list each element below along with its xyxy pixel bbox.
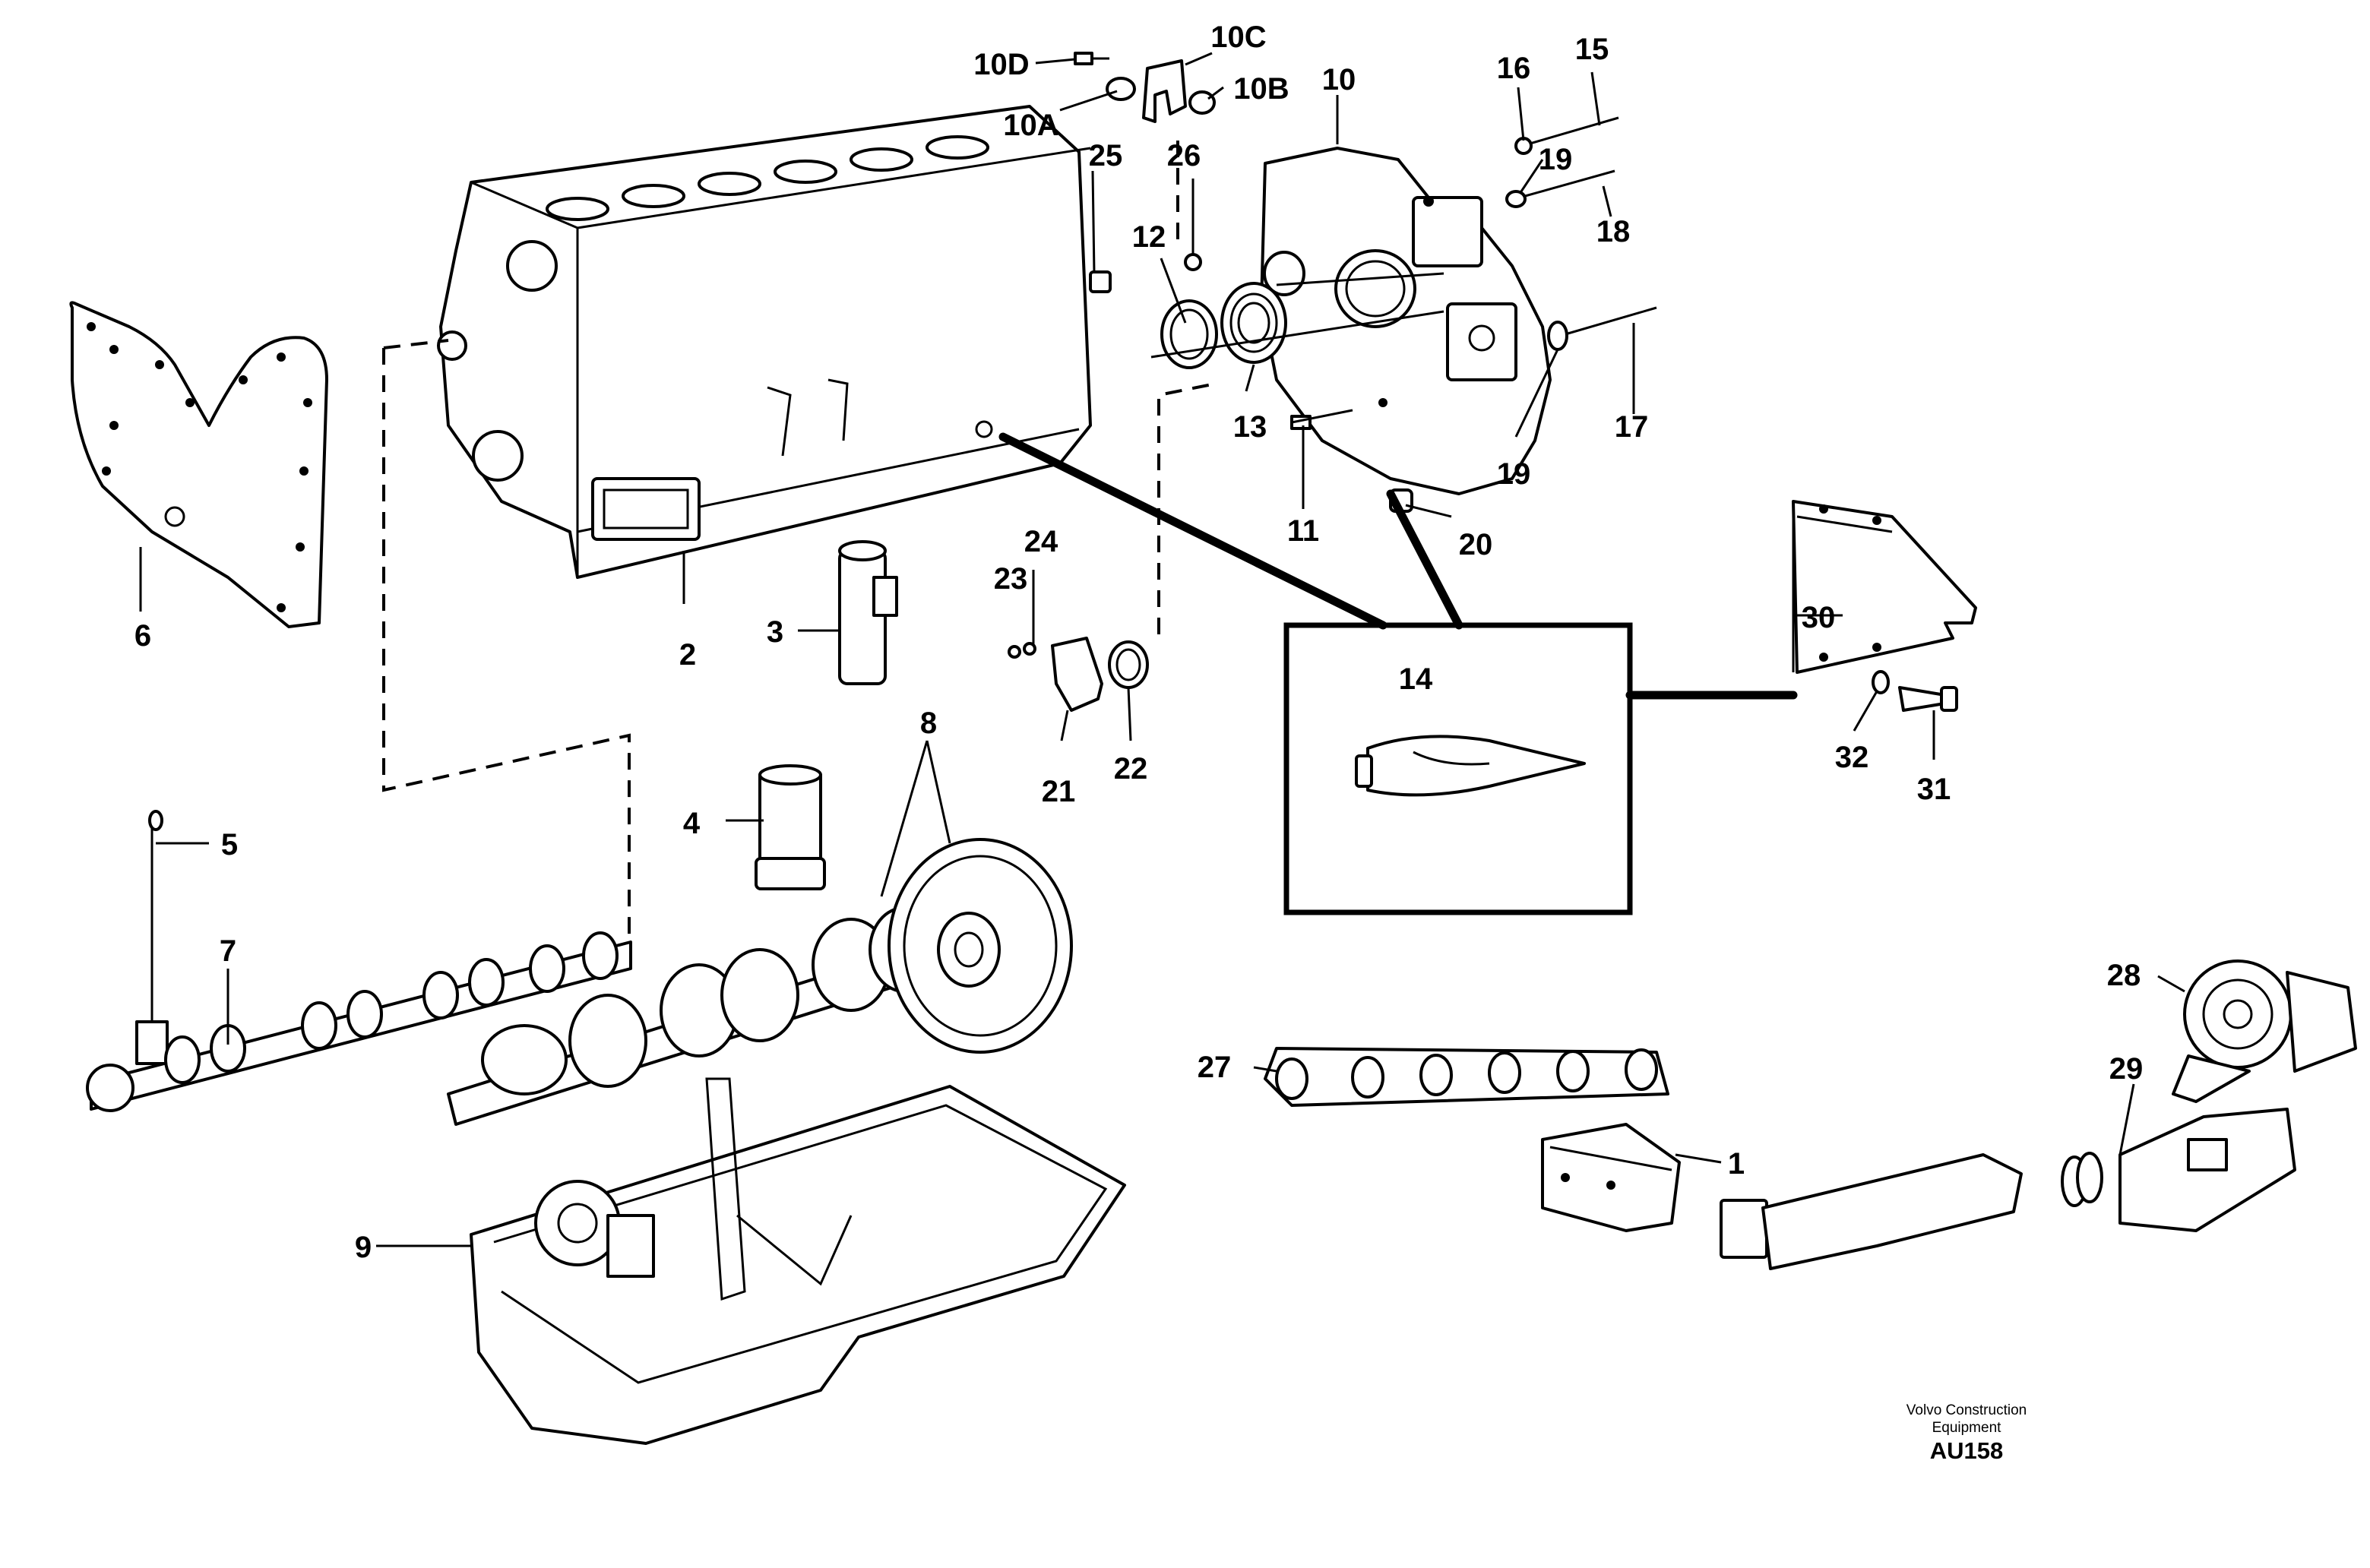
callout-15: 15 bbox=[1575, 33, 1609, 66]
callout-19-lower: 19 bbox=[1497, 457, 1531, 491]
bolt-washer-part bbox=[1089, 116, 1657, 513]
callout-24: 24 bbox=[1024, 525, 1058, 558]
callout-10c: 10C bbox=[1210, 21, 1266, 54]
sealant-box bbox=[1283, 622, 1633, 915]
callout-8: 8 bbox=[920, 707, 937, 740]
timing-cover-part bbox=[69, 301, 328, 628]
turbocharger-part bbox=[2172, 959, 2357, 1103]
camshaft-part bbox=[86, 931, 632, 1112]
bracket-bolt-part bbox=[1872, 670, 1958, 712]
oil-filter-part bbox=[838, 540, 898, 685]
callout-17: 17 bbox=[1615, 410, 1649, 444]
callout-18: 18 bbox=[1596, 215, 1631, 248]
callout-10: 10 bbox=[1322, 63, 1356, 96]
caption-division: Equipment bbox=[1932, 1420, 2002, 1436]
callout-2: 2 bbox=[679, 638, 696, 672]
callout-4: 4 bbox=[683, 807, 701, 840]
rear-crankshaft-seal-part bbox=[1220, 282, 1287, 364]
callout-22: 22 bbox=[1114, 752, 1148, 786]
oil-sump-part bbox=[470, 1077, 1126, 1445]
leader-lines bbox=[139, 52, 2185, 1247]
oil-pump-cover-part bbox=[1008, 637, 1149, 712]
callout-16: 16 bbox=[1497, 52, 1531, 85]
dipstick-part bbox=[135, 810, 169, 1065]
cylinder-head-part bbox=[1541, 1123, 1681, 1232]
callout-10a: 10A bbox=[1003, 109, 1058, 142]
callout-20: 20 bbox=[1459, 528, 1493, 561]
flywheel-part bbox=[888, 838, 1073, 1054]
bracket-hardware-part bbox=[1074, 52, 1216, 123]
drawing-caption: Volvo Construction Equipment AU158 bbox=[1906, 1402, 2027, 1464]
flywheel-housing-part bbox=[1260, 147, 1552, 495]
callout-12: 12 bbox=[1132, 220, 1166, 254]
cylinder-block-part bbox=[437, 105, 1092, 579]
callout-9: 9 bbox=[355, 1231, 372, 1264]
seal-ring-part bbox=[1160, 299, 1218, 369]
callout-30: 30 bbox=[1802, 601, 1836, 634]
callout-25: 25 bbox=[1089, 139, 1123, 172]
callout-13: 13 bbox=[1233, 410, 1267, 444]
callout-6: 6 bbox=[134, 619, 151, 653]
callout-labels: 1 2 3 4 5 6 7 8 9 10 10A 10B 10C 10D 11 … bbox=[134, 21, 2143, 1264]
callout-29: 29 bbox=[2109, 1052, 2144, 1086]
callout-31: 31 bbox=[1917, 773, 1951, 806]
callout-5: 5 bbox=[221, 828, 238, 861]
mounting-bracket-part bbox=[1792, 500, 1977, 674]
callout-3: 3 bbox=[767, 615, 783, 649]
callout-10b: 10B bbox=[1233, 72, 1289, 106]
callout-23: 23 bbox=[994, 562, 1028, 596]
callout-1: 1 bbox=[1728, 1147, 1745, 1181]
callout-7: 7 bbox=[220, 934, 236, 968]
callout-10d: 10D bbox=[973, 48, 1029, 81]
callout-32: 32 bbox=[1835, 741, 1869, 774]
callout-27: 27 bbox=[1198, 1051, 1232, 1084]
callout-26: 26 bbox=[1167, 139, 1201, 172]
cylinder-liner-part bbox=[755, 764, 826, 890]
callout-11: 11 bbox=[1287, 514, 1319, 548]
caption-code: AU158 bbox=[1930, 1437, 2004, 1464]
callout-19-upper: 19 bbox=[1539, 143, 1573, 176]
exhaust-manifold-part bbox=[1264, 1047, 1669, 1107]
caption-company: Volvo Construction bbox=[1906, 1402, 2027, 1418]
exhaust-pipe-part bbox=[1720, 1108, 2296, 1270]
crankshaft-part bbox=[447, 906, 989, 1126]
sealant-tube-part bbox=[1355, 735, 1586, 797]
callout-14: 14 bbox=[1399, 662, 1433, 696]
callout-21: 21 bbox=[1042, 775, 1076, 808]
callout-28: 28 bbox=[2107, 959, 2141, 992]
